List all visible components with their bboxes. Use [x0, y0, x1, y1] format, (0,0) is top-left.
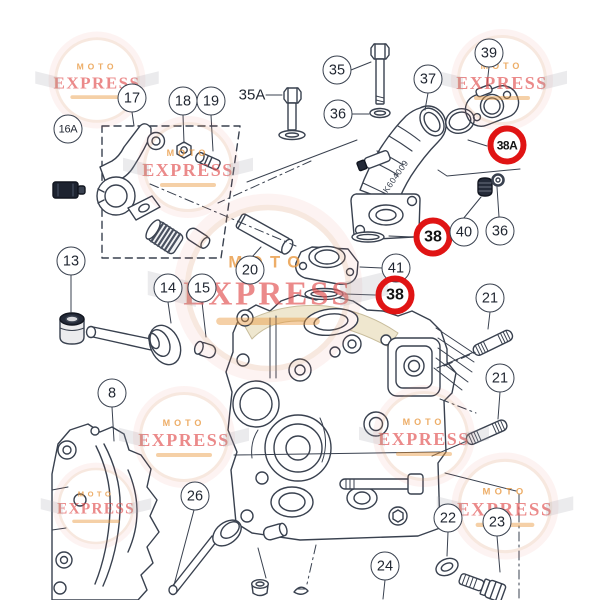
callout-26-24: 24 [370, 551, 400, 581]
callout-15-38: 38 [375, 275, 415, 315]
cylinder-head-drawing [225, 294, 475, 541]
exhaust-valve-drawing [168, 519, 242, 596]
leader-lines [70, 61, 521, 600]
spring-seat-drawing [250, 579, 269, 597]
centerlines [149, 160, 520, 600]
rocker-arm-drawing [96, 123, 166, 221]
callout-25-23: 23 [482, 507, 512, 537]
callout-9-39: 39 [474, 38, 504, 68]
cap-16a-drawing [52, 181, 86, 199]
callout-8-37: 37 [413, 64, 443, 94]
intake-manifold-drawing: K604009 [350, 105, 447, 241]
side-cover-drawing [51, 423, 160, 600]
o-ring-38a-drawing [445, 107, 475, 135]
callout-7-36: 36 [323, 99, 353, 129]
bolt-35a-drawing [278, 87, 306, 141]
adjust-screw-drawing [195, 151, 221, 171]
callout-6-35: 35 [322, 55, 352, 85]
o-ring-36-drawing [369, 107, 391, 119]
flange-gasket-drawing [464, 84, 520, 127]
o-ring-38-manifold-drawing [351, 231, 385, 243]
callout-16-13: 13 [56, 246, 86, 276]
washer-22-drawing [435, 557, 459, 577]
callout-1-16a: 16A [53, 114, 83, 144]
roller-pin-drawing [185, 227, 211, 249]
callout-3-18: 18 [168, 86, 198, 116]
adjust-nut-drawing [176, 141, 192, 159]
insulator-41-drawing [295, 245, 359, 285]
stud-21-bottom-drawing [465, 419, 508, 446]
callout-19-20: 20 [235, 255, 265, 285]
callout-20-21: 21 [475, 283, 505, 313]
callout-23-26: 26 [180, 481, 210, 511]
callout-5-35a: 35A [238, 86, 266, 104]
callout-4-19: 19 [196, 86, 226, 116]
intake-valve-drawing [85, 324, 182, 366]
valve-seal-drawing [59, 312, 85, 345]
callout-24-22: 22 [433, 503, 463, 533]
rocker-box-dashed-outline [101, 125, 241, 259]
callout-10-38a: 38A [487, 125, 527, 165]
washer-36-small-drawing [491, 173, 505, 187]
callout-2-17: 17 [117, 83, 147, 113]
callout-21-21: 21 [485, 363, 515, 393]
bolt-23-drawing [458, 573, 507, 600]
callout-17-14: 14 [153, 273, 183, 303]
collet-drawing [293, 586, 309, 595]
callout-22-8: 8 [97, 378, 127, 408]
o-ring-38-head-drawing [304, 287, 344, 301]
needle-bearing-drawing [145, 219, 184, 255]
valve-guide-bushing-drawing [193, 340, 217, 359]
callout-12-40: 40 [449, 217, 479, 247]
callout-18-15: 15 [187, 273, 217, 303]
dowel-pin-drawing [262, 522, 288, 541]
bolt-35-drawing [370, 43, 390, 105]
callout-13-36: 36 [485, 216, 515, 246]
grommet-40-drawing [477, 177, 493, 197]
callout-11-38: 38 [413, 217, 453, 257]
